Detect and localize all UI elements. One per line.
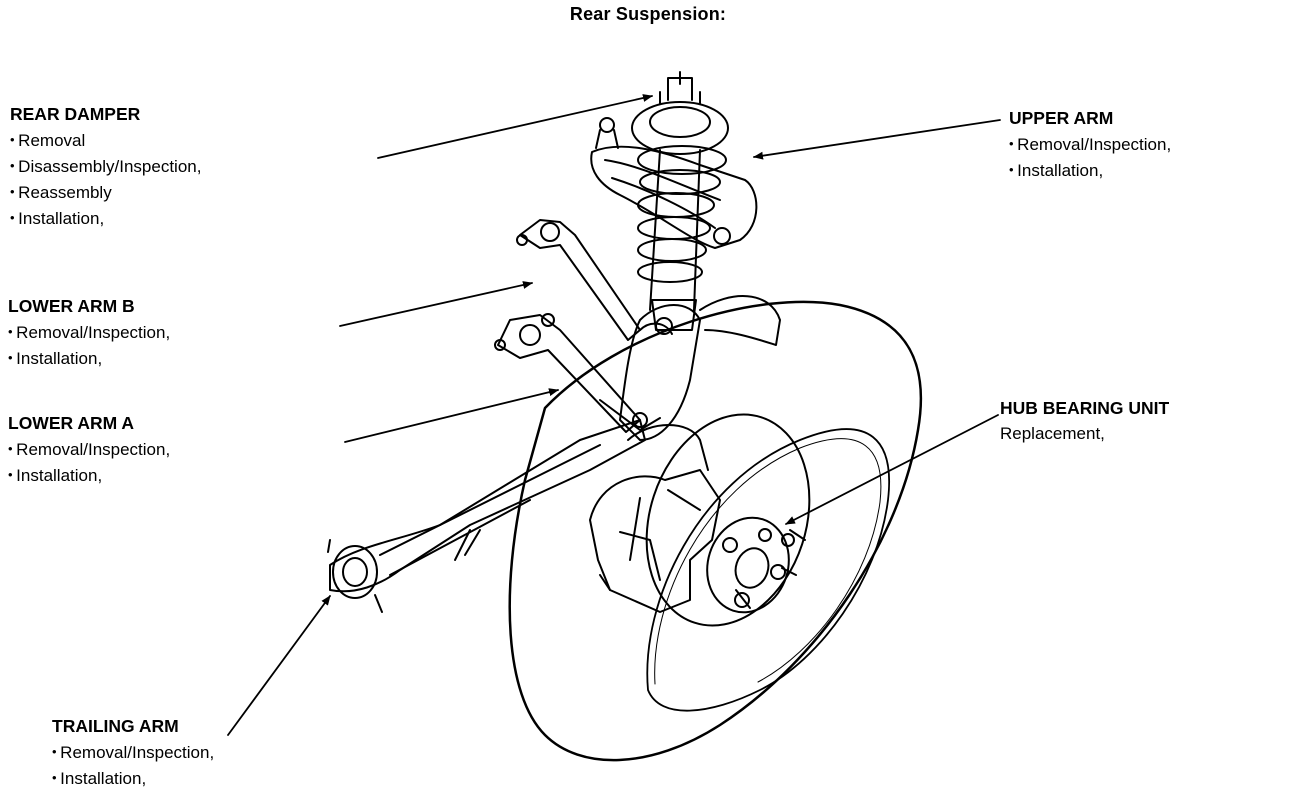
- trailing-arm-label: TRAILING ARM: [52, 716, 179, 736]
- upper-arm-installation: Installation,: [1009, 157, 1171, 183]
- rear-damper-label: REAR DAMPER: [10, 104, 141, 124]
- callout-trailing-arm: TRAILING ARM Removal/Inspection, Install…: [52, 714, 214, 791]
- hub-bearing-unit-note: Replacement,: [1000, 424, 1105, 443]
- callout-lower-arm-a: LOWER ARM A Removal/Inspection, Installa…: [8, 411, 170, 488]
- rear-damper-installation: Installation,: [10, 205, 201, 231]
- callout-rear-damper: REAR DAMPER Removal Disassembly/Inspecti…: [10, 102, 201, 231]
- callout-upper-arm: UPPER ARM Removal/Inspection, Installati…: [1009, 106, 1171, 183]
- upper-arm-label: UPPER ARM: [1009, 108, 1114, 128]
- spring-damper: [631, 71, 729, 331]
- hub-bearing-unit-label: HUB BEARING UNIT: [1000, 398, 1170, 418]
- caliper: [589, 424, 721, 613]
- callout-lower-arm-b: LOWER ARM B Removal/Inspection, Installa…: [8, 294, 170, 371]
- wheel-tire: [508, 300, 923, 762]
- lower-arm-b-label: LOWER ARM B: [8, 296, 135, 316]
- lower-arm-a-label: LOWER ARM A: [8, 413, 135, 433]
- rear-damper-removal: Removal: [10, 127, 201, 153]
- lower-arm-b-procedure-list: Removal/Inspection, Installation,: [8, 319, 170, 371]
- trailing-arm: [327, 419, 646, 613]
- lower-arm-a-procedure-list: Removal/Inspection, Installation,: [8, 436, 170, 488]
- brake-disc: [645, 413, 811, 627]
- callout-hub-bearing-unit: HUB BEARING UNIT Replacement,: [1000, 396, 1169, 446]
- rear-damper-reassembly: Reassembly: [10, 179, 201, 205]
- rear-damper-procedure-list: Removal Disassembly/Inspection, Reassemb…: [10, 127, 201, 231]
- knuckle: [619, 295, 781, 441]
- trailing-arm-installation: Installation,: [52, 765, 214, 791]
- trailing-arm-procedure-list: Removal/Inspection, Installation,: [52, 739, 214, 791]
- rear-damper-disassembly: Disassembly/Inspection,: [10, 153, 201, 179]
- upper-arm-procedure-list: Removal/Inspection, Installation,: [1009, 131, 1171, 183]
- upper-arm: [590, 117, 758, 249]
- lower-arm-a-removal: Removal/Inspection,: [8, 436, 170, 462]
- lower-arm-b-installation: Installation,: [8, 345, 170, 371]
- upper-arm-removal: Removal/Inspection,: [1009, 131, 1171, 157]
- leader-lines: [227, 94, 1001, 736]
- page-title: Rear Suspension:: [569, 4, 727, 24]
- trailing-arm-removal: Removal/Inspection,: [52, 739, 214, 765]
- lower-arm-b-removal: Removal/Inspection,: [8, 319, 170, 345]
- lower-arm-a-installation: Installation,: [8, 462, 170, 488]
